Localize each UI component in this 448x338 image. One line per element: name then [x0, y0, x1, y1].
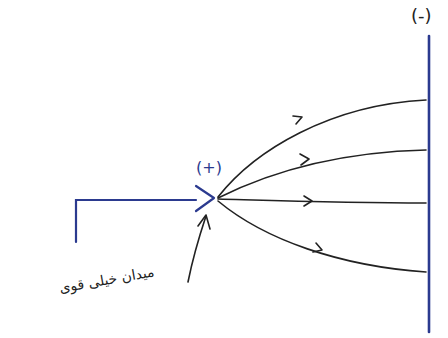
leader-arrowhead — [198, 215, 210, 229]
electrode-wire — [76, 200, 196, 242]
field-lines — [218, 100, 426, 272]
arrowhead — [304, 196, 312, 206]
arrowhead — [313, 243, 322, 252]
field-line — [218, 199, 426, 203]
polarity-label: (-) — [411, 5, 432, 26]
field-line — [218, 201, 426, 272]
polarity-label: (+) — [196, 158, 222, 177]
field-line — [218, 100, 426, 197]
negative-plate — [428, 36, 431, 332]
electrode-tip — [196, 186, 214, 211]
arrowhead — [293, 116, 302, 124]
arrowhead — [300, 154, 309, 165]
annotation-note: میدان خیلی قوی — [58, 263, 156, 295]
field-arrowheads — [293, 116, 322, 252]
leader-line — [188, 216, 206, 282]
field-line — [218, 150, 426, 198]
